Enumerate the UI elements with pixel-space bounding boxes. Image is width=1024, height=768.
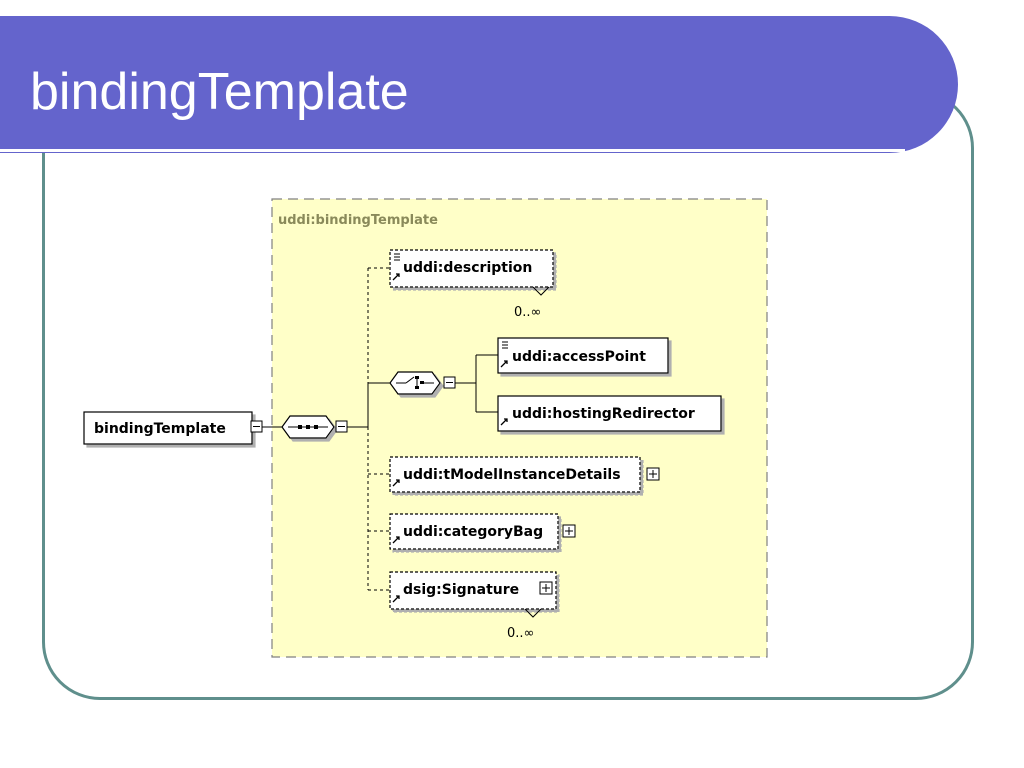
root-element-label: bindingTemplate [94, 421, 226, 437]
element-uddi-accessPoint[interactable]: uddi:accessPoint [497, 337, 669, 374]
element-label: dsig:Signature [403, 582, 519, 598]
element-label: uddi:categoryBag [403, 524, 543, 540]
occurrence-label: 0..∞ [507, 626, 534, 641]
element-label: uddi:accessPoint [512, 349, 646, 365]
slide-title: bindingTemplate [30, 63, 409, 121]
expand-icon[interactable] [539, 581, 553, 595]
sequence-compositor-icon[interactable] [281, 415, 335, 439]
root-element-bindingTemplate[interactable]: bindingTemplate [83, 411, 253, 445]
collapse-icon[interactable] [335, 420, 348, 433]
schema-group-label: uddi:bindingTemplate [278, 213, 438, 228]
element-uddi-hostingRedirector[interactable]: uddi:hostingRedirector [497, 395, 722, 432]
element-uddi-tModelInstanceDetails[interactable]: uddi:tModelInstanceDetails [389, 456, 641, 493]
expand-icon[interactable] [562, 524, 576, 538]
element-dsig-Signature[interactable]: dsig:Signature 0..∞ [389, 571, 557, 641]
collapse-icon[interactable] [250, 420, 263, 433]
title-underline [0, 149, 905, 152]
element-label: uddi:tModelInstanceDetails [403, 467, 621, 483]
element-uddi-categoryBag[interactable]: uddi:categoryBag [389, 513, 559, 550]
choice-compositor-icon[interactable] [389, 371, 441, 395]
title-bar: bindingTemplate [0, 16, 958, 153]
element-label: uddi:description [403, 260, 532, 276]
expand-icon[interactable] [646, 467, 660, 481]
occurrence-label: 0..∞ [514, 305, 541, 320]
element-uddi-description[interactable]: uddi:description 0..∞ [389, 249, 554, 320]
element-label: uddi:hostingRedirector [512, 406, 695, 422]
collapse-icon[interactable] [443, 376, 456, 389]
